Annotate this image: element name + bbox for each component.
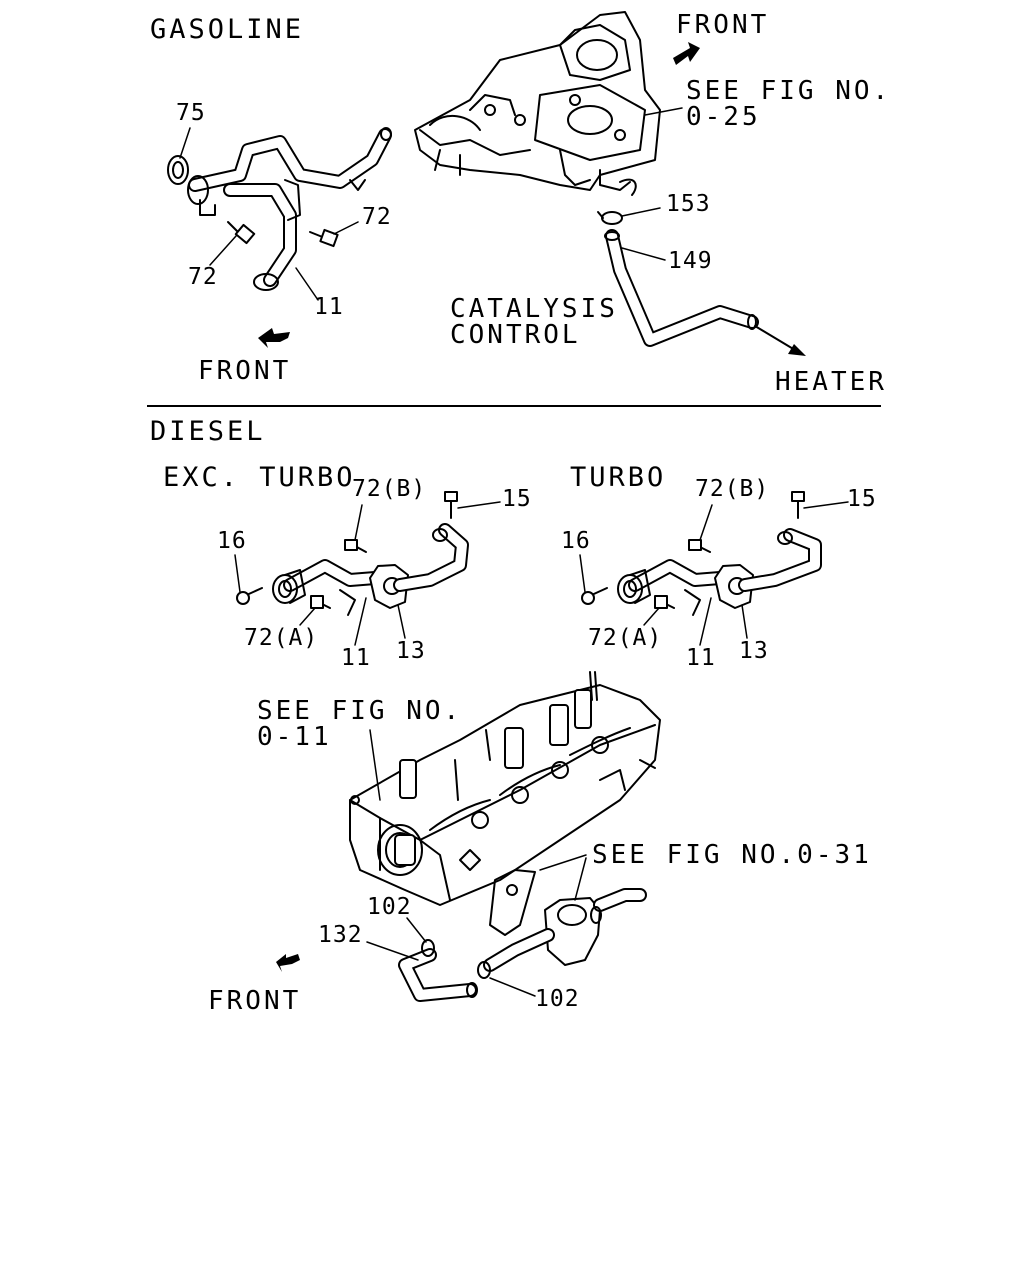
front-label-diesel: FRONT [208,986,302,1016]
bolt-72a-exc-turbo [310,595,331,609]
clamp-102-top [421,939,435,957]
see-fig-025-line2: 0-25 [686,102,761,132]
part-label-102-top: 102 [367,894,412,920]
water-pipe-11-gasoline [187,127,392,291]
part-label-11-gasoline: 11 [314,294,344,320]
bolt-16-turbo [581,587,608,605]
part-label-72-right: 72 [362,204,392,230]
part-label-72b-turbo: 72(B) [695,476,770,502]
pipe-assembly-turbo [617,528,822,616]
front-label-gasoline-left: FRONT [198,356,292,386]
catalysis-control-line2: CONTROL [450,320,581,350]
clamp-102-bottom [477,961,491,979]
part-label-153: 153 [666,191,711,217]
part-label-72b-exc-turbo: 72(B) [352,476,427,502]
bolt-72b-exc-turbo [344,539,367,553]
part-label-16-exc-turbo: 16 [217,528,247,554]
part-label-15-turbo: 15 [847,486,877,512]
bolt-16-exc-turbo [236,587,263,605]
see-fig-025-line1: SEE FIG NO. [686,76,892,106]
part-label-75: 75 [176,100,206,126]
section-title-exc-turbo: EXC. TURBO [163,462,356,493]
part-label-72-left: 72 [188,264,218,290]
part-label-72a-exc-turbo: 72(A) [244,625,319,651]
intake-manifold [414,11,661,196]
gasket-75 [167,155,189,185]
hose-132 [398,928,555,1002]
section-title-turbo: TURBO [570,462,667,493]
see-fig-011-line2: 0-11 [257,722,332,752]
part-label-13-exc-turbo: 13 [396,638,426,664]
housing-gasket [489,869,536,936]
thermostat-housing [544,888,647,966]
bolt-72a-turbo [654,595,675,609]
part-label-15-exc-turbo: 15 [502,486,532,512]
clip-153 [597,211,623,225]
cylinder-head [349,671,661,906]
part-label-149: 149 [668,248,713,274]
bolt-72-right [309,228,339,248]
front-label-gasoline-top: FRONT [676,10,770,40]
section-title-gasoline: GASOLINE [150,14,305,45]
hose-149 [604,229,759,347]
bolt-15-exc-turbo [444,491,458,519]
part-label-11-turbo: 11 [686,645,716,671]
bolt-72b-turbo [688,539,711,553]
part-label-132: 132 [318,922,363,948]
see-fig-011-line1: SEE FIG NO. [257,696,463,726]
heater-label: HEATER [775,367,887,397]
part-label-102-bottom: 102 [535,986,580,1012]
see-fig-031: SEE FIG NO.0-31 [592,840,872,870]
part-label-16-turbo: 16 [561,528,591,554]
pipe-assembly-exc-turbo [272,523,469,616]
catalysis-control-line1: CATALYSIS [450,294,618,324]
bolt-15-turbo [791,491,805,519]
part-label-13-turbo: 13 [739,638,769,664]
part-label-11-exc-turbo: 11 [341,645,371,671]
part-label-72a-turbo: 72(A) [588,625,663,651]
bolt-72-left [227,221,256,245]
section-title-diesel: DIESEL [150,416,266,447]
